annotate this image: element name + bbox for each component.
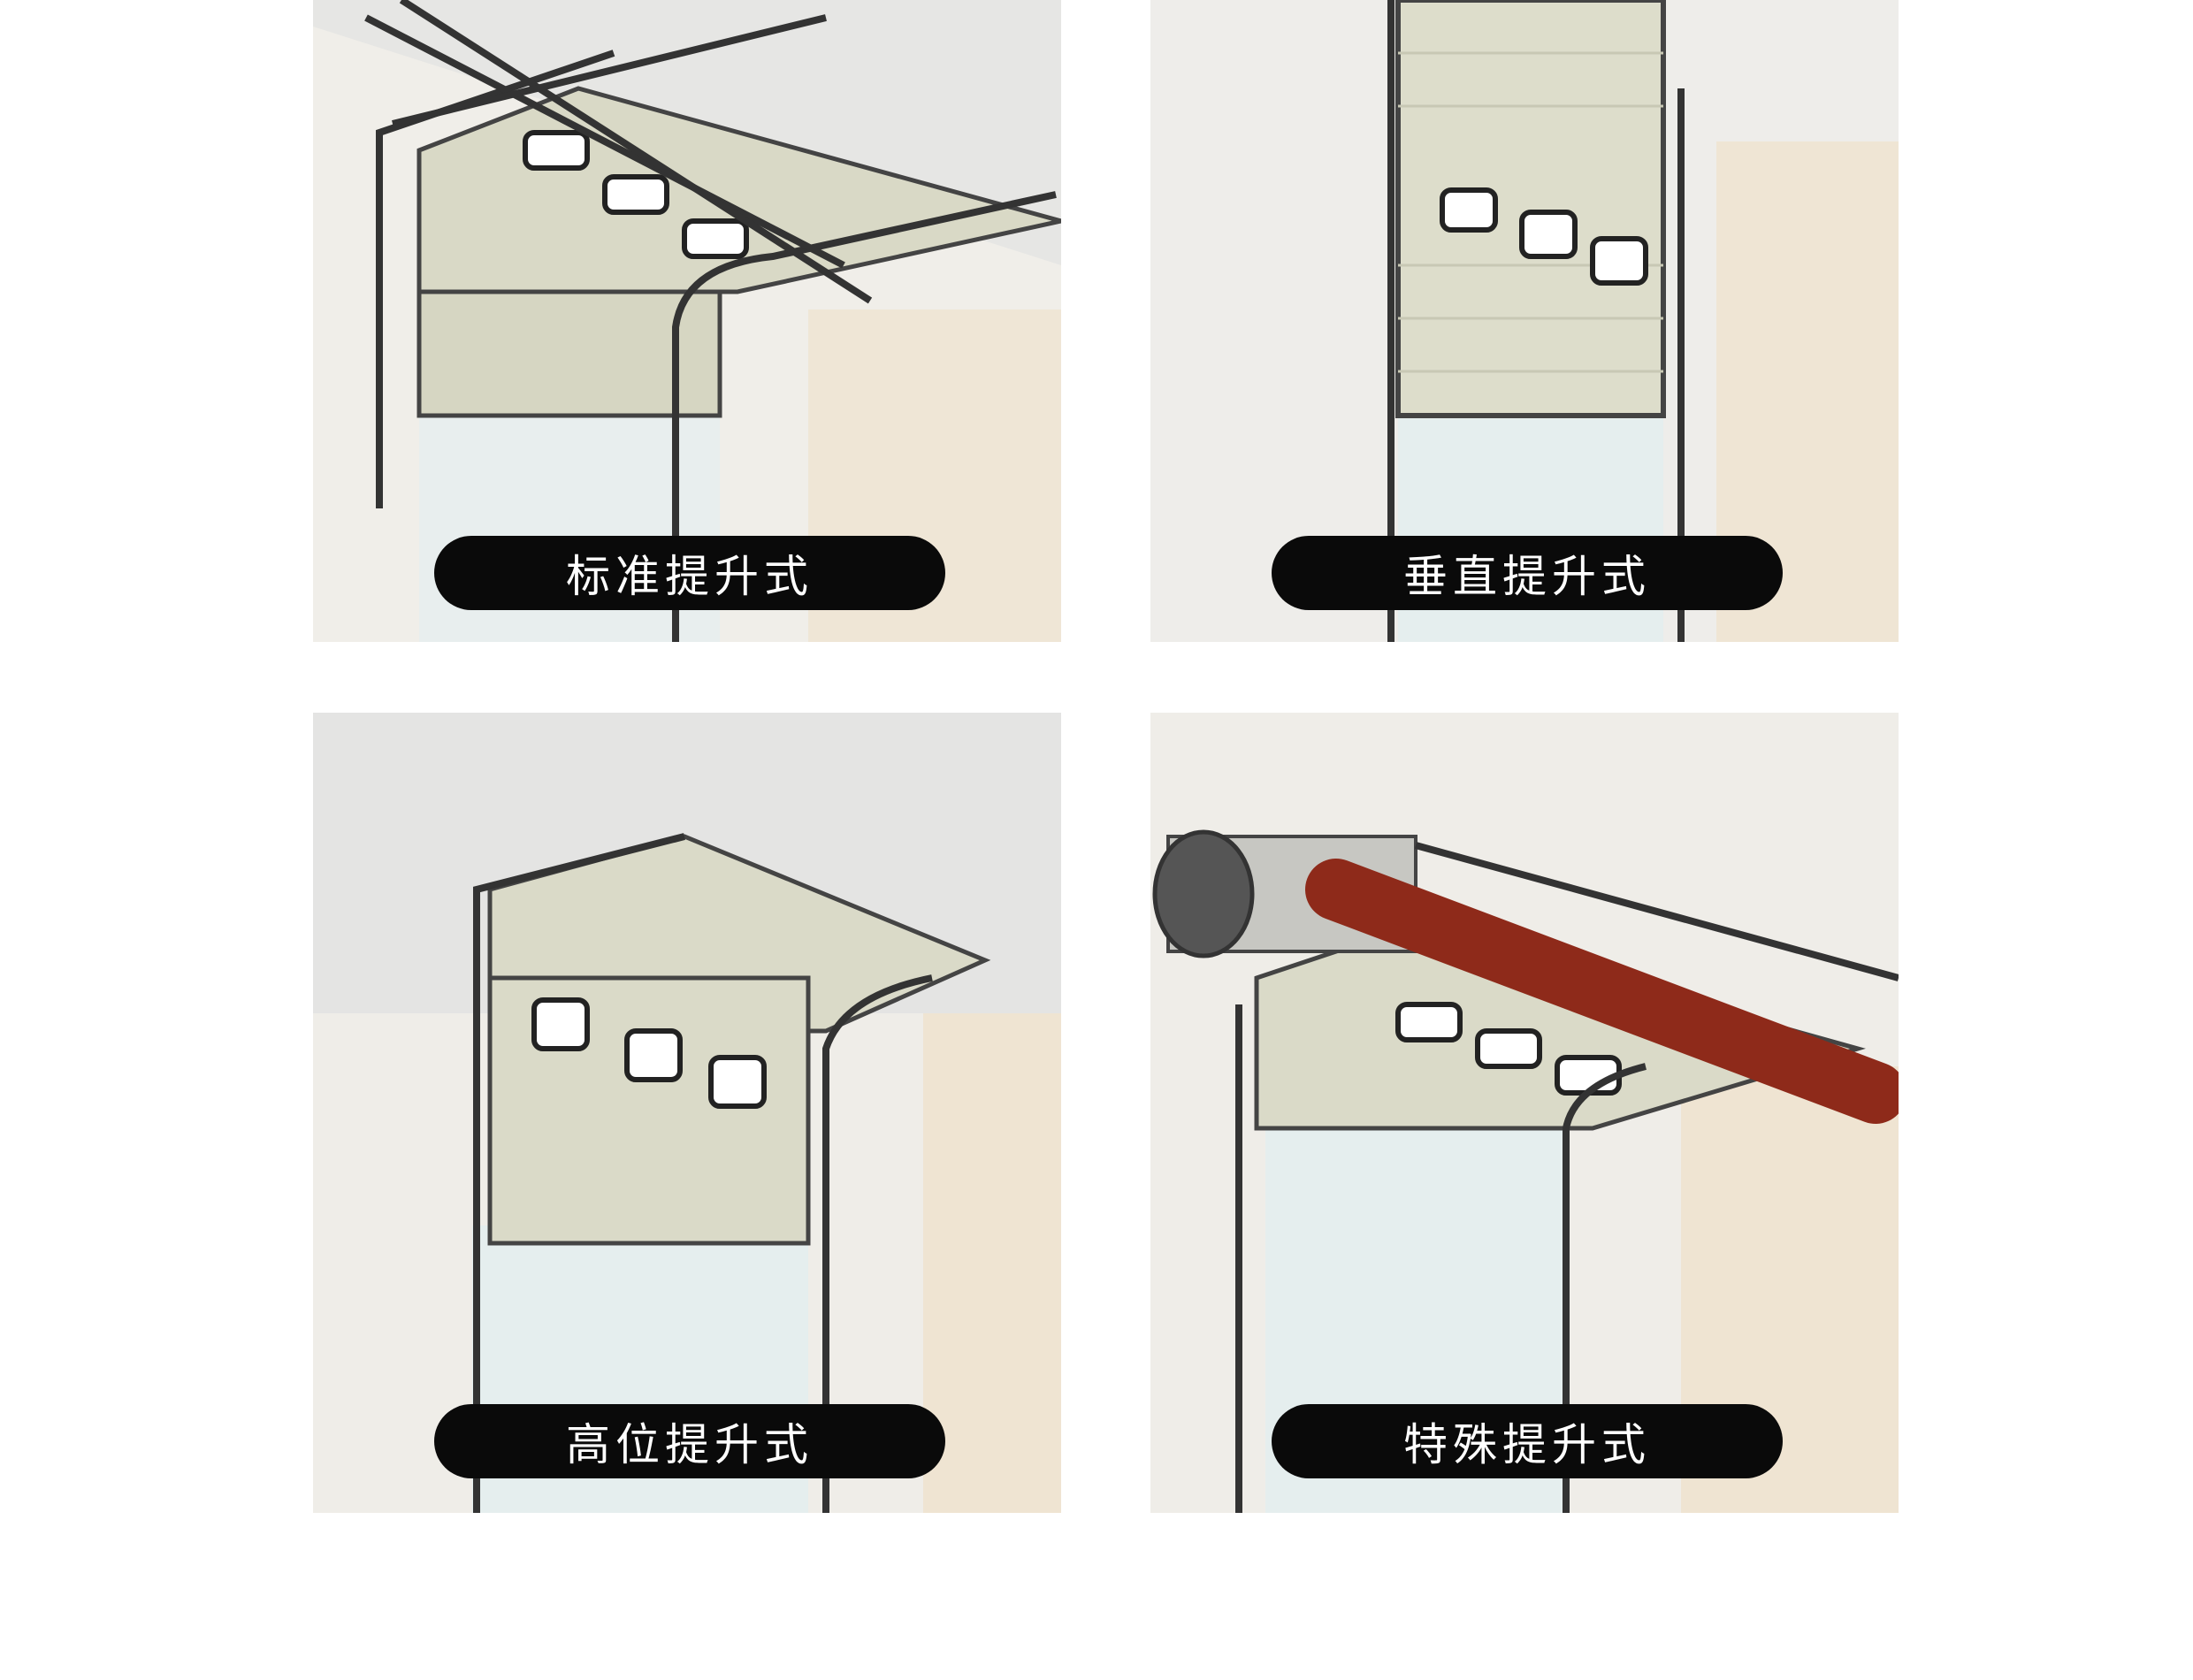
special-lift-panel: 特殊提升式 xyxy=(1150,713,1899,1513)
torsion-tube xyxy=(1305,859,1899,1124)
spring-drum-icon xyxy=(1152,829,1255,958)
panel-label: 垂直提升式 xyxy=(1272,536,1783,610)
high-lift-door-illustration xyxy=(313,713,1061,1513)
panel-label: 高位提升式 xyxy=(434,1404,945,1478)
high-lift-panel: 高位提升式 xyxy=(313,713,1061,1513)
panel-label: 特殊提升式 xyxy=(1272,1404,1783,1478)
panel-label: 标准提升式 xyxy=(434,536,945,610)
vertical-lift-panel: 垂直提升式 xyxy=(1150,0,1899,642)
special-lift-door-illustration xyxy=(1150,713,1899,1513)
standard-lift-panel: 标准提升式 xyxy=(313,0,1061,642)
